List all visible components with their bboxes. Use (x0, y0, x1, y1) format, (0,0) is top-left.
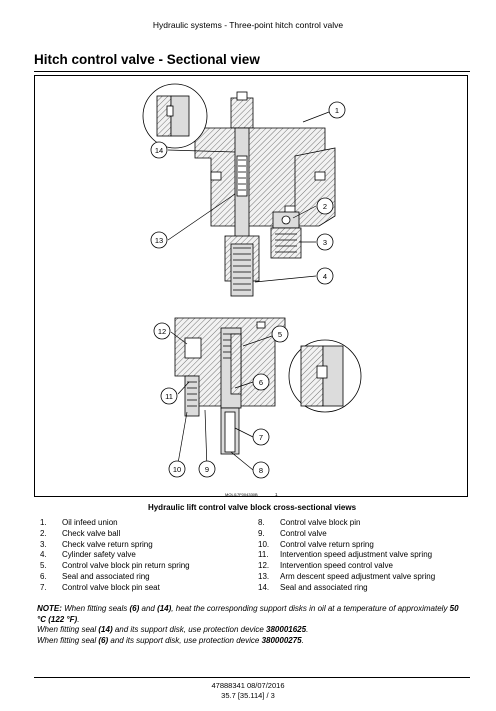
legend-item: 13.Arm descent speed adjustment valve sp… (258, 571, 436, 581)
svg-text:1: 1 (335, 106, 339, 115)
callout-4: 4 (316, 267, 334, 285)
legend-item: 9.Control valve (258, 528, 327, 538)
callout-14: 14 (150, 141, 168, 159)
leader-lines (167, 111, 330, 471)
note-line-1: NOTE: When fitting seals (6) and (14), h… (37, 604, 459, 624)
svg-text:14: 14 (155, 146, 163, 155)
note-line-2: When fitting seal (14) and its support d… (37, 625, 309, 634)
legend-item: 14.Seal and associated ring (258, 582, 368, 592)
figure-ref-code: MOLI17F004330B (225, 492, 258, 497)
callout-13: 13 (150, 231, 168, 249)
callout-9: 9 (198, 460, 216, 478)
svg-text:9: 9 (205, 465, 209, 474)
svg-text:12: 12 (158, 327, 166, 336)
svg-text:11: 11 (165, 392, 173, 401)
valve-drawing: 1 14 2 3 13 4 12 5 (142, 83, 362, 497)
legend-item: 11.Intervention speed adjustment valve s… (258, 550, 433, 560)
callout-1: 1 (328, 101, 346, 119)
footer-rule (34, 677, 470, 678)
document-number: 47888341 08/07/2016 (211, 681, 285, 690)
callout-3: 3 (316, 233, 334, 251)
upper-valve-section (194, 91, 336, 297)
legend-item: 5.Control valve block pin return spring (40, 561, 190, 571)
callout-11: 11 (160, 387, 178, 405)
callout-7: 7 (252, 428, 270, 446)
svg-text:8: 8 (259, 466, 263, 475)
svg-text:2: 2 (323, 202, 327, 211)
legend-item: 12.Intervention speed control valve (258, 561, 393, 571)
svg-text:6: 6 (259, 378, 263, 387)
legend-item: 1.Oil infeed union (40, 518, 118, 527)
legend-item: 6.Seal and associated ring (40, 571, 150, 581)
page-title: Hitch control valve - Sectional view (34, 52, 260, 67)
svg-text:7: 7 (259, 433, 263, 442)
sectional-view-figure: 1 14 2 3 13 4 12 5 (34, 75, 468, 497)
legend-item: 3.Check valve return spring (40, 539, 153, 549)
legend-right: 8.Control valve block pin 9.Control valv… (258, 518, 435, 594)
running-header: Hydraulic systems - Three-point hitch co… (152, 20, 344, 30)
svg-text:10: 10 (173, 465, 181, 474)
legend-left: 1.Oil infeed union 2.Check valve ball 3.… (40, 518, 190, 594)
note-line-3: When fitting seal (6) and its support di… (37, 635, 304, 645)
svg-text:4: 4 (323, 272, 327, 281)
callout-5: 5 (271, 325, 289, 343)
legend-item: 2.Check valve ball (40, 528, 121, 538)
svg-text:3: 3 (323, 238, 327, 247)
legend-item: 4.Cylinder safety valve (40, 550, 136, 560)
callout-8: 8 (252, 461, 270, 479)
upper-detail-circle (142, 83, 208, 149)
callout-12: 12 (153, 322, 171, 340)
figure-caption: Hydraulic lift control valve block cross… (147, 503, 357, 512)
legend-item: 8.Control valve block pin (258, 518, 361, 527)
svg-text:13: 13 (155, 236, 163, 245)
lower-detail-circle (288, 339, 362, 413)
svg-text:5: 5 (278, 330, 282, 339)
fitting-note: NOTE: When fitting seals (6) and (14), h… (37, 604, 469, 646)
page-footer: 47888341 08/07/2016 35.7 [35.114] / 3 (0, 681, 496, 701)
figure-ref-num: 1 (275, 492, 278, 497)
callout-6: 6 (252, 373, 270, 391)
legend-item: 7.Control valve block pin seat (40, 582, 160, 592)
callout-2: 2 (316, 197, 334, 215)
legend-item: 10.Control valve return spring (258, 539, 374, 549)
title-rule (34, 71, 470, 72)
page-number: 35.7 [35.114] / 3 (221, 691, 275, 700)
callout-10: 10 (168, 460, 186, 478)
